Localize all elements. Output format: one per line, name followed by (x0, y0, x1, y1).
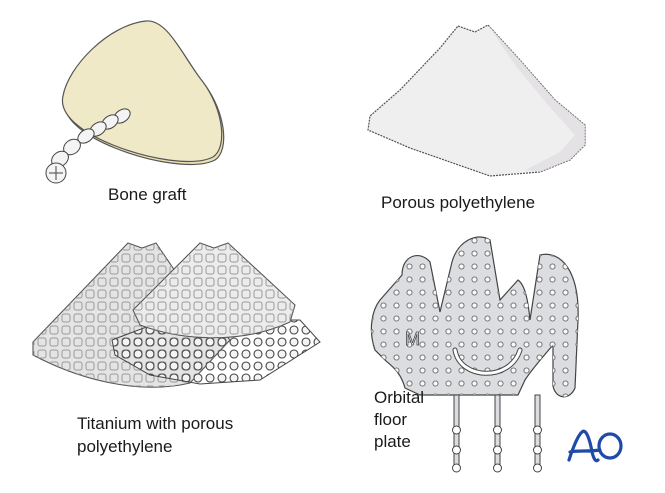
label-orbital-line1: Orbital (374, 388, 425, 407)
label-porous-polyethylene: Porous polyethylene (381, 193, 536, 212)
titanium-porous-illustration (32, 242, 321, 388)
bone-graft-screw-chain-icon (45, 108, 131, 184)
label-bone-graft: Bone graft (108, 185, 187, 204)
label-orbital-line3: plate (374, 432, 411, 451)
label-titanium-line1: Titanium with porous (77, 414, 234, 433)
label-titanium-line2: polyethylene (77, 437, 173, 456)
bone-graft-illustration (45, 20, 225, 184)
plate-m-marking: M (405, 329, 420, 349)
label-orbital-line2: floor (374, 410, 408, 429)
porous-polyethylene-illustration (367, 24, 586, 177)
orbital-floor-plate-illustration: M (370, 236, 579, 473)
